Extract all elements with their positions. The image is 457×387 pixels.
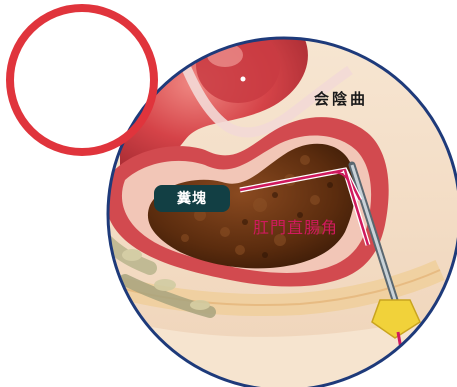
highlight-ring-icon bbox=[10, 8, 154, 152]
anorectal-angle-label: 肛門直腸角 bbox=[253, 220, 338, 236]
fecal-mass-label: 糞塊 bbox=[154, 185, 230, 212]
perineal-flexure-label: 会陰曲 bbox=[314, 92, 368, 107]
